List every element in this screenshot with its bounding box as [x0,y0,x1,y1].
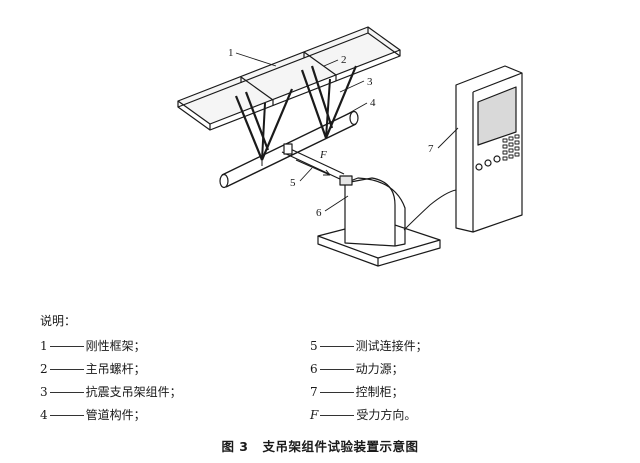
legend-title: 说明： [40,314,77,328]
callout-6: 6 [316,207,322,219]
control-cabinet [455,65,523,233]
figure-title: 支吊架组件试验装置示意图 [262,439,419,454]
figure-number: 图 3 [221,439,249,454]
leader-lines [235,52,459,212]
rigid-frame [177,26,401,131]
control-cable [403,189,457,231]
callout-2: 2 [341,54,347,66]
callout-3: 3 [367,76,373,88]
figure-caption: 图 3 支吊架组件试验装置示意图 [0,436,640,455]
callout-1: 1 [228,47,234,59]
power-source [317,175,441,267]
callout-4: 4 [370,97,376,109]
force-direction-arrow [295,159,331,176]
callout-7: 7 [428,143,434,155]
test-connector [281,143,345,181]
main-hanger-rods [261,78,331,161]
test-apparatus-diagram: 1 2 3 4 5 6 7 F [177,26,523,267]
force-label: F [319,149,327,161]
callout-5: 5 [290,177,296,189]
